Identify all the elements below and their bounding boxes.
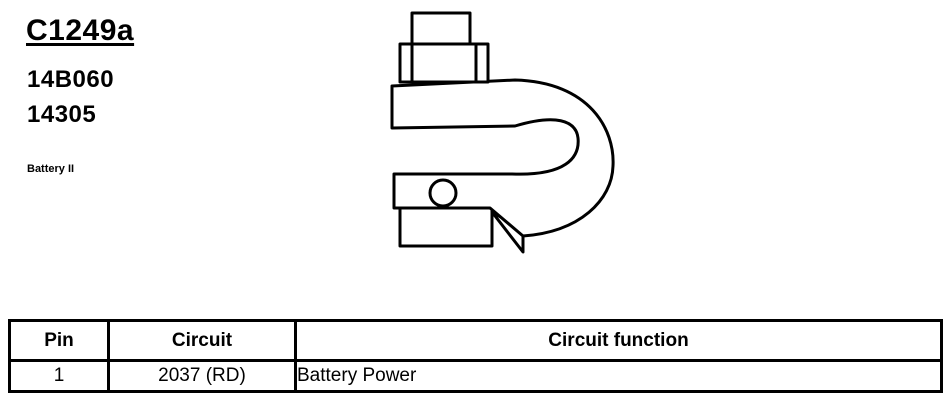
- terminal-nut: [398, 42, 490, 84]
- pin-cell: 1: [8, 359, 110, 393]
- header-pin: Pin: [8, 319, 110, 362]
- pinout-header-row: Pin Circuit Circuit function: [8, 319, 943, 362]
- connector-id: C1249a: [26, 14, 135, 47]
- circuit-cell: 2037 (RD): [107, 359, 297, 393]
- part-number-1: 14B060: [27, 66, 115, 93]
- header-circuit: Circuit: [107, 319, 297, 362]
- table-row: 1 2037 (RD) Battery Power: [8, 359, 943, 393]
- terminal-lower-tab: [398, 206, 494, 248]
- part-number-2: 14305: [27, 101, 97, 128]
- circuit-function-cell: Battery Power: [294, 359, 943, 393]
- header-circuit-function: Circuit function: [294, 319, 943, 362]
- battery-terminal-clamp-icon: [390, 11, 615, 254]
- connector-description: Battery II: [27, 163, 75, 175]
- terminal-screw-hole: [428, 178, 458, 208]
- pinout-table: Pin Circuit Circuit function 1 2037 (RD)…: [8, 319, 943, 393]
